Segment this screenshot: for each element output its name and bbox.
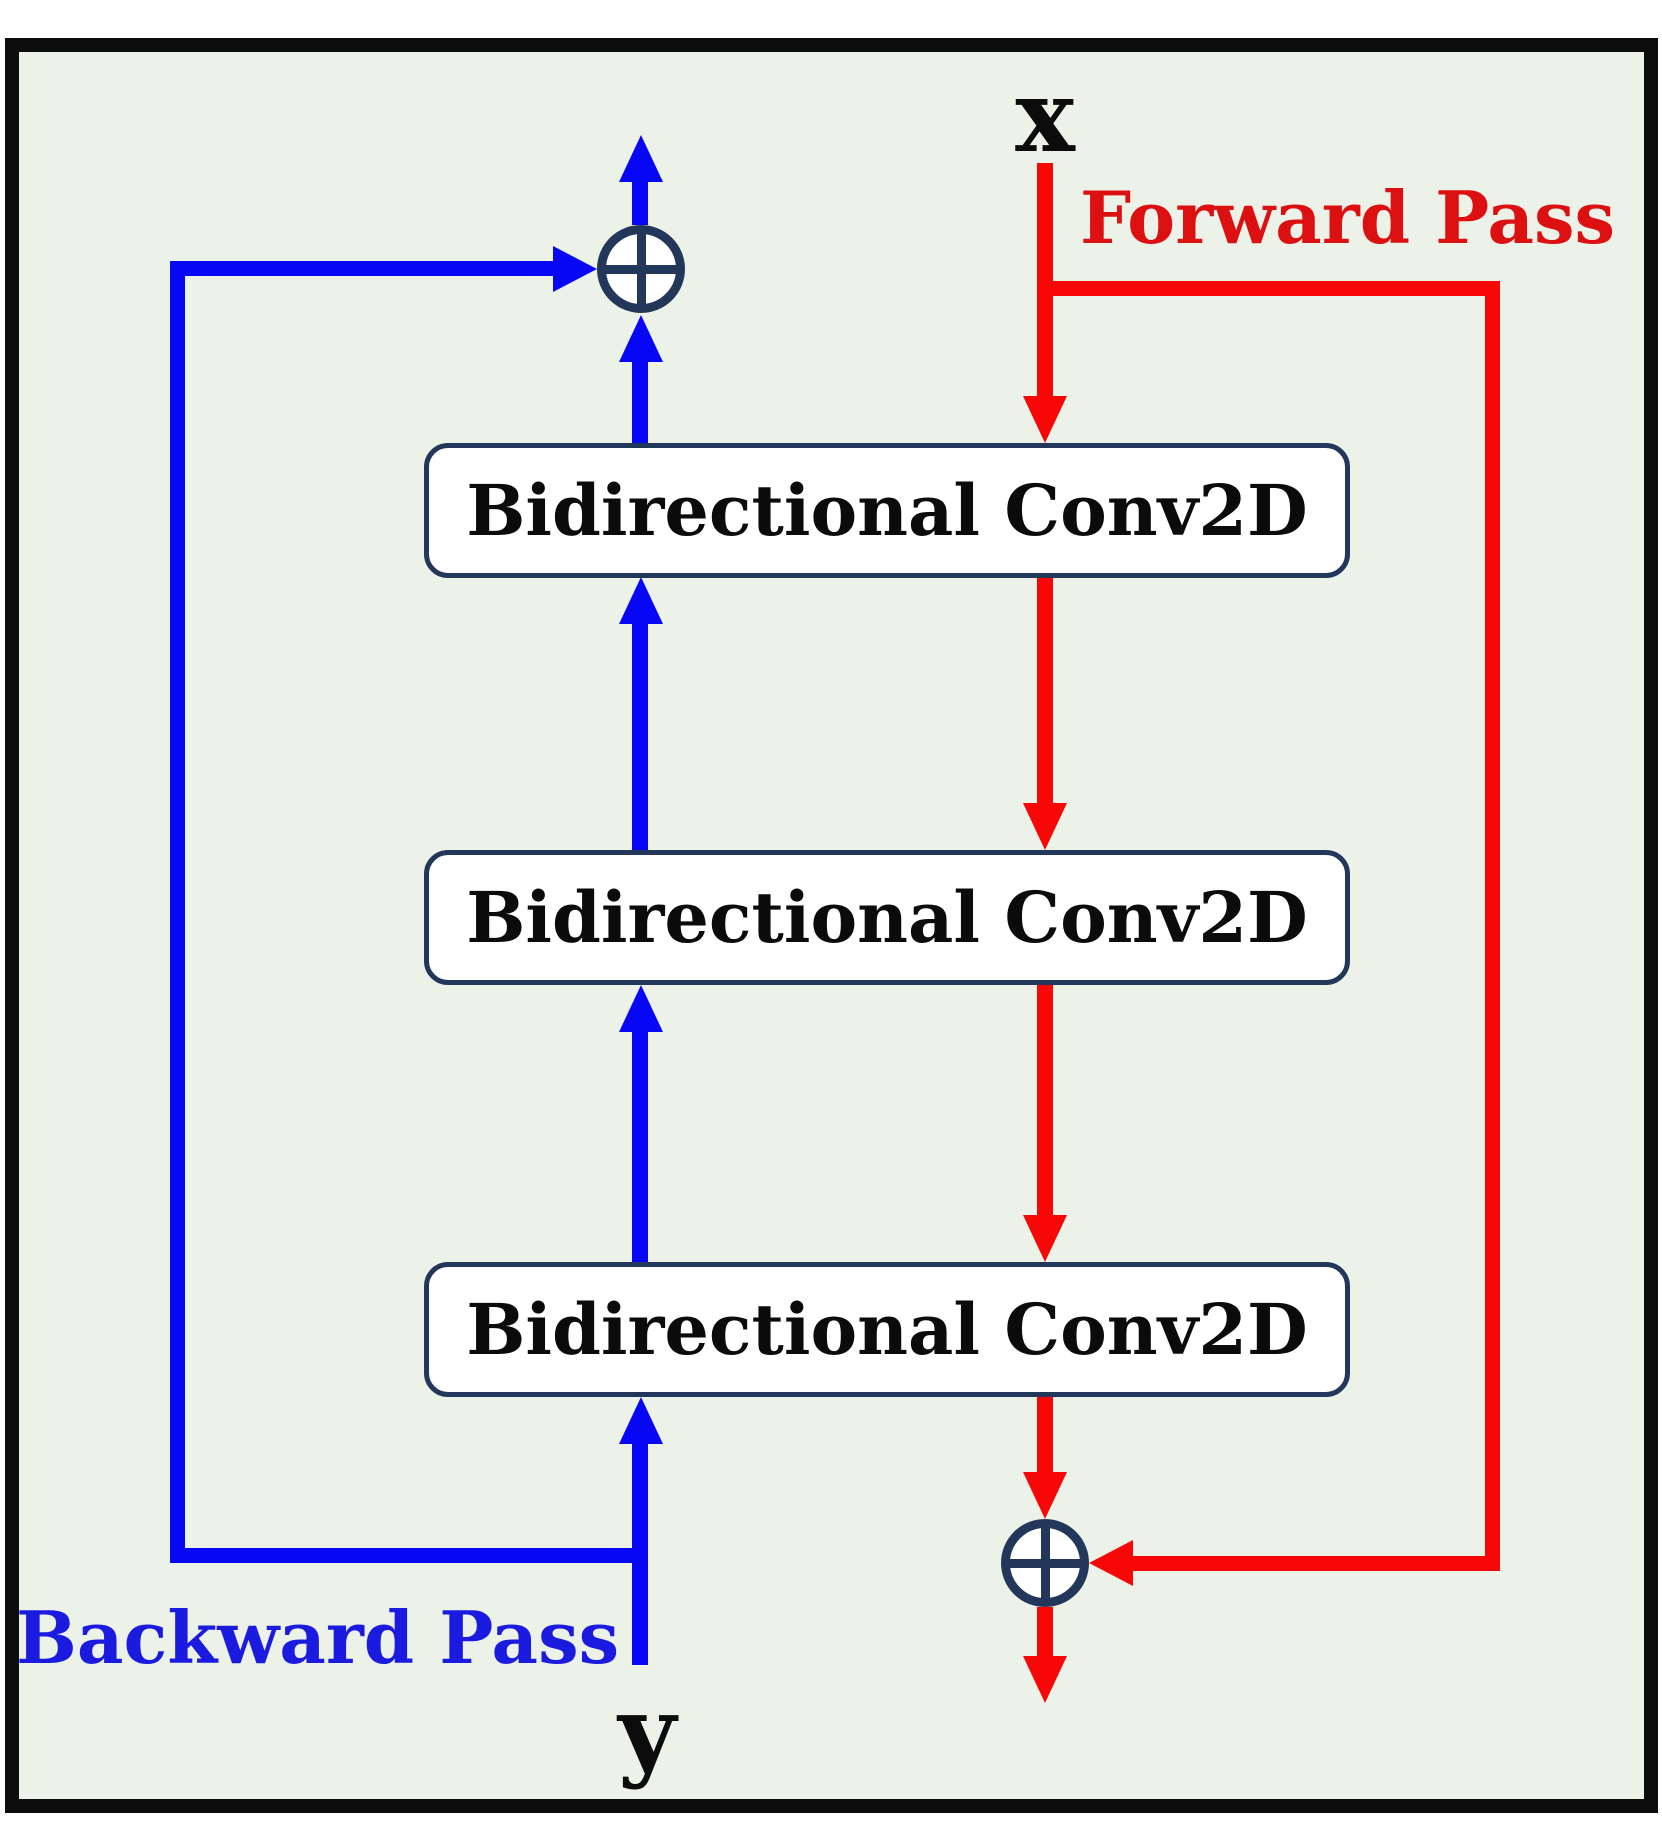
backward-segment-box1-to-sum xyxy=(632,362,648,443)
forward-output-arrow xyxy=(1037,1607,1053,1656)
backward-output-arrow xyxy=(632,182,648,225)
forward-skip-arrowhead-icon xyxy=(1089,1540,1133,1586)
forward-pass-label: Forward Pass xyxy=(1080,175,1616,260)
conv-block-1: Bidirectional Conv2D xyxy=(424,443,1350,578)
conv-block-3-label: Bidirectional Conv2D xyxy=(466,1288,1308,1371)
backward-output-arrowhead-icon xyxy=(619,135,663,182)
forward-arrowhead-into-box1-icon xyxy=(1023,396,1067,443)
backward-arrowhead-into-box3-icon xyxy=(619,1397,663,1444)
backward-pass-label: Backward Pass xyxy=(16,1595,620,1680)
forward-output-arrowhead-icon xyxy=(1023,1656,1067,1703)
conv-block-2-label: Bidirectional Conv2D xyxy=(466,876,1308,959)
backward-skip-bottom-rail xyxy=(170,1548,648,1563)
backward-segment-box2-to-box1 xyxy=(632,624,648,850)
conv-block-1-label: Bidirectional Conv2D xyxy=(466,469,1308,552)
forward-segment-box2-to-box3 xyxy=(1037,985,1053,1215)
sum-cross-vertical-bar xyxy=(636,232,646,306)
backward-arrowhead-into-box2-icon xyxy=(619,985,663,1032)
output-y-label: y xyxy=(617,1673,677,1791)
input-x-label: x xyxy=(1015,57,1075,175)
backward-skip-left-rail xyxy=(170,262,185,1563)
backward-skip-top-rail xyxy=(170,261,553,276)
backward-sum-plus-icon xyxy=(597,225,685,313)
forward-arrowhead-into-sum-icon xyxy=(1023,1472,1067,1519)
conv-block-3: Bidirectional Conv2D xyxy=(424,1262,1350,1397)
backward-segment-box3-to-box2 xyxy=(632,1032,648,1262)
forward-sum-plus-icon xyxy=(1001,1519,1089,1607)
sum-cross-vertical-bar xyxy=(1040,1526,1050,1600)
backward-arrowhead-into-box1-icon xyxy=(619,577,663,624)
forward-skip-top-rail xyxy=(1044,281,1500,296)
conv-block-2: Bidirectional Conv2D xyxy=(424,850,1350,985)
forward-segment-box1-to-box2 xyxy=(1037,577,1053,803)
forward-skip-right-rail xyxy=(1485,281,1500,1571)
forward-arrowhead-into-box2-icon xyxy=(1023,803,1067,850)
forward-segment-box3-to-sum xyxy=(1037,1397,1053,1472)
forward-segment-x-to-box1 xyxy=(1037,163,1053,396)
backward-skip-arrowhead-icon xyxy=(553,246,597,292)
forward-arrowhead-into-box3-icon xyxy=(1023,1215,1067,1262)
backward-into-sum-arrowhead-icon xyxy=(619,315,663,362)
forward-skip-bottom-rail xyxy=(1133,1556,1500,1571)
